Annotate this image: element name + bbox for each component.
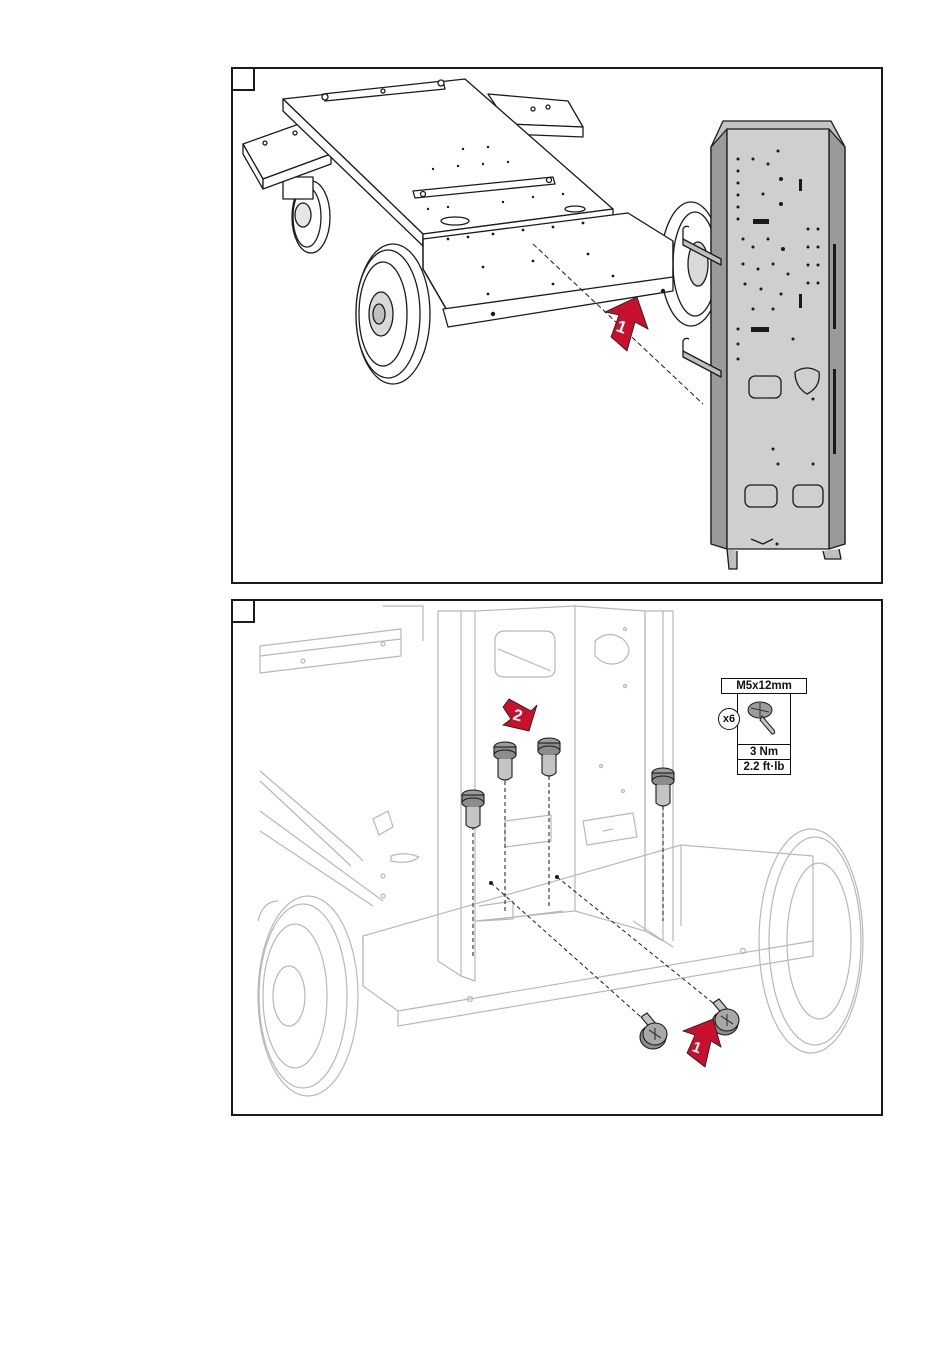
horizontal-screws [640,999,739,1049]
insert-screw-arrow: 1 [683,1019,721,1067]
screw-icon [738,694,790,744]
insert-arrow: 1 [605,297,648,351]
press-down-arrow: 2 [503,699,537,731]
rear-caster-wheel [283,177,330,253]
torque-ftlb-label: 2.2 ft·lb [737,759,791,775]
step-checkbox [233,601,255,623]
vertical-screws [462,738,674,828]
screw-size-label: M5x12mm [721,678,807,694]
assembly-step-1-panel: 1 [231,67,883,584]
vertical-column [683,121,845,569]
quantity-badge: x6 [718,708,740,730]
step-checkbox [233,69,255,91]
screw-spec-callout: M5x12mm x6 3 Nm 2.2 ft·lb [721,678,807,775]
torque-nm-label: 3 Nm [737,744,791,759]
assembly-step-2-panel: 2 1 M5x12mm x6 3 Nm 2.2 ft·lb [231,599,883,1116]
front-left-wheel [356,244,430,384]
cart-base-and-column-illustration: 1 [233,69,883,584]
screw-icon-area: x6 [737,694,791,744]
